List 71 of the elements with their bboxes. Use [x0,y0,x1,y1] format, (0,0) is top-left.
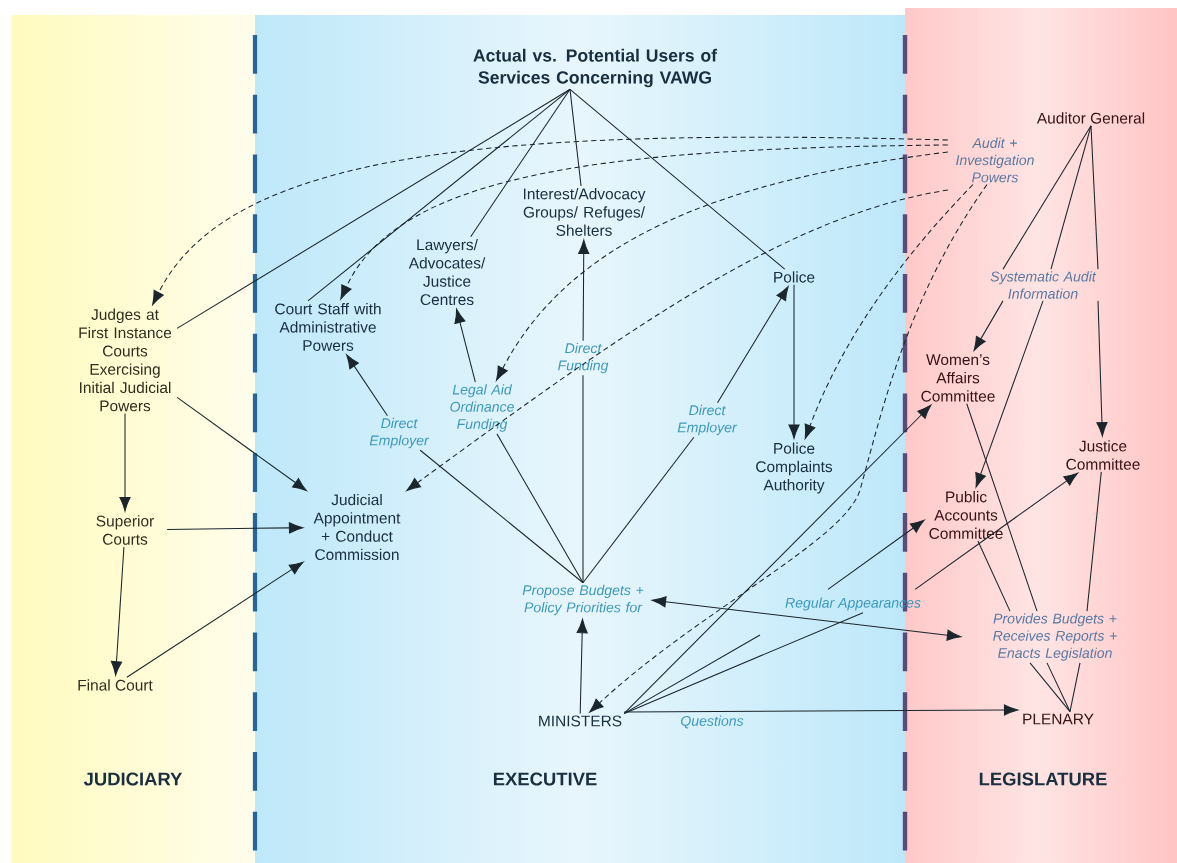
italic-label: Provides Budgets + Receives Reports + Enacts Legislation [993,613,1117,661]
node-label: Lawyers/ Advocates/ Justice Centres [408,238,486,306]
connector-line [1002,125,1092,270]
connector-line [582,374,584,584]
connector-line [470,88,571,238]
arrow [126,561,304,678]
connector-line [1090,125,1099,270]
node-label: Final Court [78,679,153,691]
node-label: Judges at First Instance Courts Exercising Initial Judicial Powers [79,308,172,412]
arrow [827,519,925,590]
connector-line [1029,662,1071,713]
node-label: Justice Committee [1066,440,1140,470]
section-heading: EXECUTIVE [493,772,597,786]
heading-text: Actual vs. Potential Users of Services Concerning VAWG [473,48,718,88]
arrow [110,546,125,676]
arrow [119,412,131,512]
connector-line [623,634,761,714]
italic-label: Direct Employer [677,404,738,436]
node-label: Women’s Affairs Committee [921,354,995,402]
connector-line [419,449,584,584]
connector-line [582,436,695,584]
connector-line [569,88,582,187]
arrow [576,618,588,714]
arrow [623,404,932,714]
dashed-arrow [804,183,974,439]
arrow [578,239,590,342]
arrow [973,300,1004,351]
node-label: Superior Courts [96,515,154,545]
node-label: Police Complaints Authority [756,442,833,494]
arrow [346,354,388,417]
italic-label: Systematic Audit Information [990,271,1097,299]
connector-line [1069,662,1081,713]
italic-label: Legal Aid Ordinance Funding [450,384,514,432]
node-label: Court Staff with Administrative Powers [275,303,381,351]
node-label: Interest/Advocacy Groups/ Refuges/ Shelters [523,188,646,236]
node-label: MINISTERS [539,715,622,727]
node-label: Police [774,271,815,283]
arrow [716,286,789,404]
arrow [623,704,1019,716]
arrow [651,596,962,641]
connector-line [176,88,571,329]
dashed-arrow [152,136,949,306]
italic-label: Audit + Investigation Powers [956,137,1034,183]
dashed-arrow [406,189,949,492]
arrow [176,396,307,492]
dashed-arrow [340,144,949,300]
connector-line [307,88,571,302]
italic-label: Propose Budgets + Policy Priorities for [522,584,644,616]
connector-line [966,403,1038,612]
arrow [914,472,1079,590]
connector-line [977,540,1011,612]
connector-line [496,433,584,584]
italic-label: Direct Employer [369,417,430,449]
arrow [788,284,800,439]
arrow [1096,300,1108,437]
edge-label: Questions [681,715,744,729]
connector-line [1046,662,1071,713]
arrow [454,308,476,383]
node-label: Auditor General [1036,112,1145,124]
section-heading: JUDICIARY [83,772,183,786]
connector-line [1086,471,1102,612]
dashed-arrow [496,151,949,381]
arrow [166,522,304,534]
node-label: Judicial Appointment + Conduct Commission [313,493,401,561]
connector-line [569,88,786,270]
connector-line [623,612,864,714]
section-heading: LEGISLATURE [979,772,1107,786]
arrow [975,300,1044,488]
node-label: PLENARY [1023,713,1094,725]
italic-label: Direct Funding [558,342,609,374]
dashed-arrow [589,183,988,713]
